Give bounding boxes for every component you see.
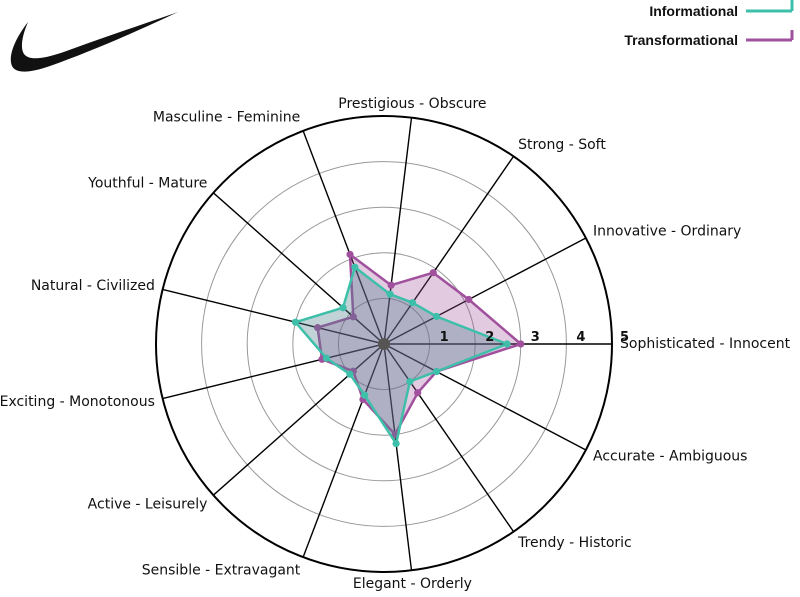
legend: Informational Transformational [624, 0, 794, 48]
tick-label-4: 4 [576, 330, 585, 345]
spoke-3 [383, 117, 413, 345]
series-layer [291, 250, 525, 448]
axis-label-11: Trendy - Historic [517, 535, 632, 551]
axis-label-3: Prestigious - Obscure [338, 96, 486, 112]
axis-label-7: Exciting - Monotonous [0, 394, 155, 410]
data-point-transformational-0 [517, 340, 525, 348]
radar-chart: 1 2 3 4 5 Sophisticated - Innocent Innovative… [0, 96, 791, 592]
data-point-informational-1 [432, 312, 441, 321]
axis-label-6: Natural - Civilized [31, 278, 155, 294]
legend-label-transformational: Transformational [624, 32, 738, 48]
series-informational [291, 263, 511, 448]
axis-label-0: Sophisticated - Innocent [620, 336, 791, 352]
axis-label-5: Youthful - Mature [87, 176, 207, 192]
data-point-informational-3 [386, 290, 394, 298]
data-point-transformational-1 [465, 295, 473, 304]
spoke-6 [162, 288, 385, 345]
data-point-informational-11 [406, 377, 414, 386]
data-point-informational-5 [339, 304, 347, 312]
data-point-informational-10 [392, 439, 400, 448]
tick-label-1: 1 [440, 330, 449, 345]
data-point-transformational-6 [313, 324, 322, 332]
data-point-transformational-11 [414, 389, 422, 397]
data-point-informational-8 [346, 370, 354, 378]
data-point-transformational-4 [346, 250, 354, 259]
data-point-transformational-2 [429, 269, 437, 277]
spoke-1 [383, 237, 587, 345]
data-point-informational-0 [503, 340, 511, 348]
data-point-transformational-3 [387, 281, 395, 289]
data-point-informational-2 [408, 299, 417, 307]
legend-label-informational: Informational [649, 3, 738, 19]
data-point-informational-7 [322, 354, 331, 362]
data-point-informational-12 [432, 367, 441, 376]
series-area-informational [294, 266, 509, 445]
data-point-informational-9 [360, 391, 369, 399]
axis-label-12: Accurate - Ambiguous [593, 449, 747, 465]
center-hub [378, 338, 390, 350]
nike-swoosh-logo [10, 12, 179, 72]
axis-label-10: Elegant - Orderly [353, 576, 472, 592]
tick-label-2: 2 [485, 330, 494, 345]
axis-label-1: Innovative - Ordinary [593, 224, 741, 240]
axis-label-4: Masculine - Feminine [153, 110, 300, 126]
data-point-transformational-5 [349, 313, 357, 321]
tick-label-3: 3 [531, 330, 540, 345]
spoke-12 [383, 343, 587, 451]
data-point-informational-6 [291, 318, 300, 326]
tick-labels: 1 2 3 4 5 [440, 330, 629, 345]
series-area-transformational [316, 253, 523, 436]
spoke-9 [302, 343, 385, 558]
spoke-7 [162, 343, 385, 400]
spoke-11 [383, 343, 515, 533]
axis-labels: Sophisticated - Innocent Innovative - Ord… [0, 96, 791, 592]
spoke-10 [383, 343, 413, 571]
axis-label-8: Active - Leisurely [88, 497, 208, 513]
tick-label-5: 5 [620, 330, 629, 345]
grid-spokes [162, 117, 612, 571]
spoke-2 [383, 155, 515, 345]
data-point-informational-4 [351, 263, 359, 271]
axis-label-2: Strong - Soft [518, 137, 606, 153]
axis-label-9: Sensible - Extravagant [142, 562, 301, 578]
spoke-4 [302, 130, 385, 345]
